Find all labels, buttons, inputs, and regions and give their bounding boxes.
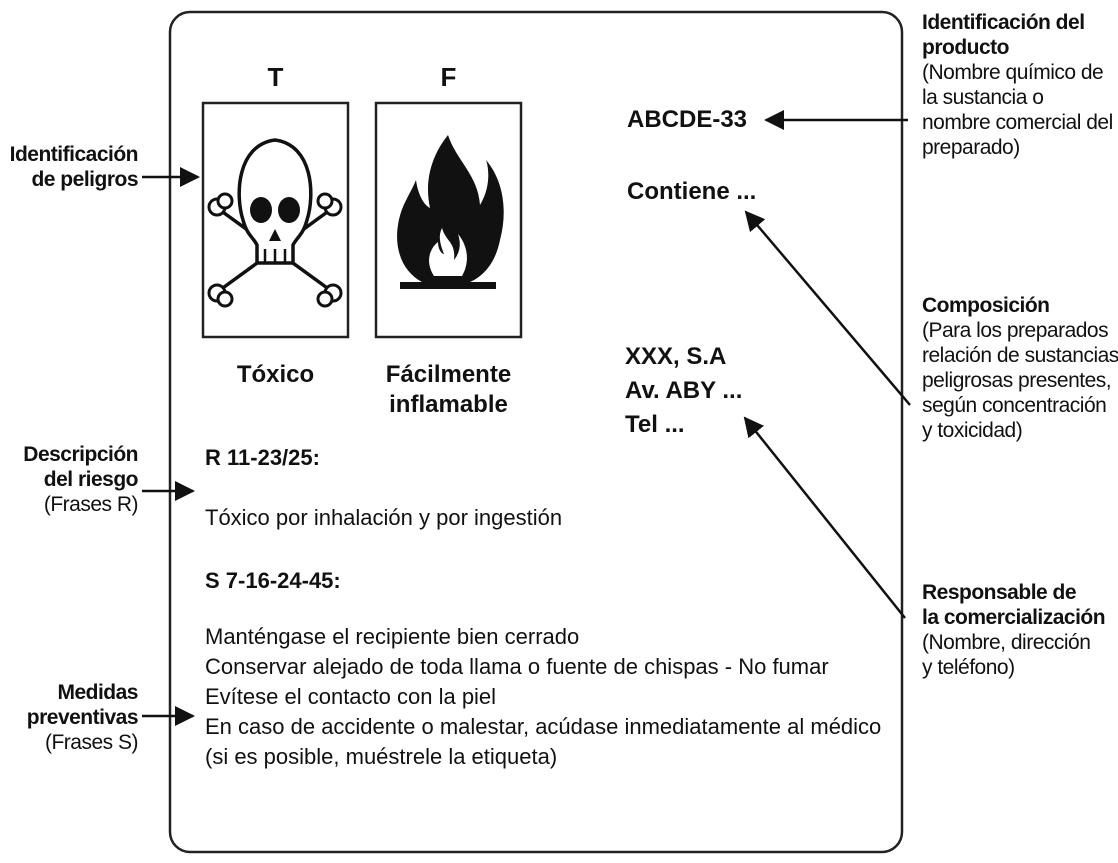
hazard-id-line: Identificación [9, 143, 139, 166]
composition-desc-line: peligrosas presentes, [922, 369, 1112, 392]
company-name: XXX, S.A [625, 343, 727, 370]
composition-desc-line: relación de sustancias [922, 344, 1118, 367]
product-id-title-line: producto [922, 36, 1009, 59]
risk-desc-line: Descripción [23, 443, 138, 466]
composition-desc-line: según concentración [922, 394, 1107, 417]
product-code: ABCDE-33 [627, 106, 748, 133]
composition-desc-line: (Para los preparados [922, 319, 1109, 342]
product-id-desc-line: preparado) [922, 136, 1020, 159]
s-phrase-line: En caso de accidente o malestar, acúdase… [205, 714, 882, 739]
skull-crossbones-icon [207, 138, 343, 308]
company-address: Av. ABY ... [625, 377, 743, 404]
responsible-desc-line: (Nombre, dirección [922, 631, 1091, 654]
s-phrase-list: Manténgase el recipiente bien cerrado Co… [205, 622, 881, 772]
company-block: XXX, S.A Av. ABY ... Tel ... [625, 340, 742, 442]
flame-icon [397, 135, 504, 289]
hazard-identification-label: Identificación de peligros [9, 142, 139, 192]
r-phrase-code: R 11-23/25: [205, 445, 320, 470]
composition-desc-line: y toxicidad) [922, 419, 1023, 442]
s-phrase-line: Evítese el contacto con la piel [205, 684, 497, 709]
flammable-caption: Fácilmente inflamable [366, 360, 531, 420]
responsible-title-line: Responsable de [922, 581, 1077, 604]
arrow-responsible [743, 416, 906, 619]
flammable-caption-line: Fácilmente [385, 361, 512, 388]
responsible-title-line: la comercialización [922, 606, 1106, 629]
flammable-letter: F [440, 62, 457, 92]
product-id-desc-line: la sustancia o [922, 86, 1044, 109]
arrow-composition [744, 210, 911, 406]
hazard-id-line: de peligros [31, 168, 138, 191]
toxic-caption: Tóxico [236, 361, 315, 388]
risk-description-label: Descripción del riesgo (Frases R) [23, 442, 138, 517]
company-phone: Tel ... [625, 411, 685, 438]
flammable-caption-line: inflamable [389, 391, 508, 418]
responsible-desc-line: y teléfono) [922, 656, 1015, 679]
preventive-measures-label: Medidas preventivas (Frases S) [26, 680, 139, 755]
product-id-desc-line: nombre comercial del [922, 111, 1113, 134]
s-phrase-line: (si es posible, muéstrele la etiqueta) [205, 744, 558, 769]
preventive-line: Medidas [57, 681, 138, 704]
risk-desc-line: del riesgo [43, 468, 139, 491]
composition-label: Composición (Para los preparados relació… [922, 293, 1118, 443]
product-identification-label: Identificación del producto (Nombre quím… [922, 10, 1113, 160]
product-id-title-line: Identificación del [922, 11, 1085, 34]
s-phrase-line: Conservar alejado de toda llama o fuente… [205, 654, 829, 679]
s-phrase-code: S 7-16-24-45: [205, 568, 341, 593]
contains-text: Contiene ... [627, 178, 757, 205]
label-frame [168, 10, 904, 854]
risk-desc-line: (Frases R) [43, 493, 139, 516]
product-id-desc-line: (Nombre químico de [922, 61, 1104, 84]
preventive-line: preventivas [26, 706, 139, 729]
s-phrase-line: Manténgase el recipiente bien cerrado [205, 624, 580, 649]
r-phrase-text: Tóxico por inhalación y por ingestión [205, 505, 563, 530]
toxic-letter: T [267, 62, 284, 92]
composition-title: Composición [922, 294, 1050, 317]
preventive-line: (Frases S) [44, 731, 139, 754]
responsible-label: Responsable de la comercialización (Nomb… [922, 580, 1106, 680]
